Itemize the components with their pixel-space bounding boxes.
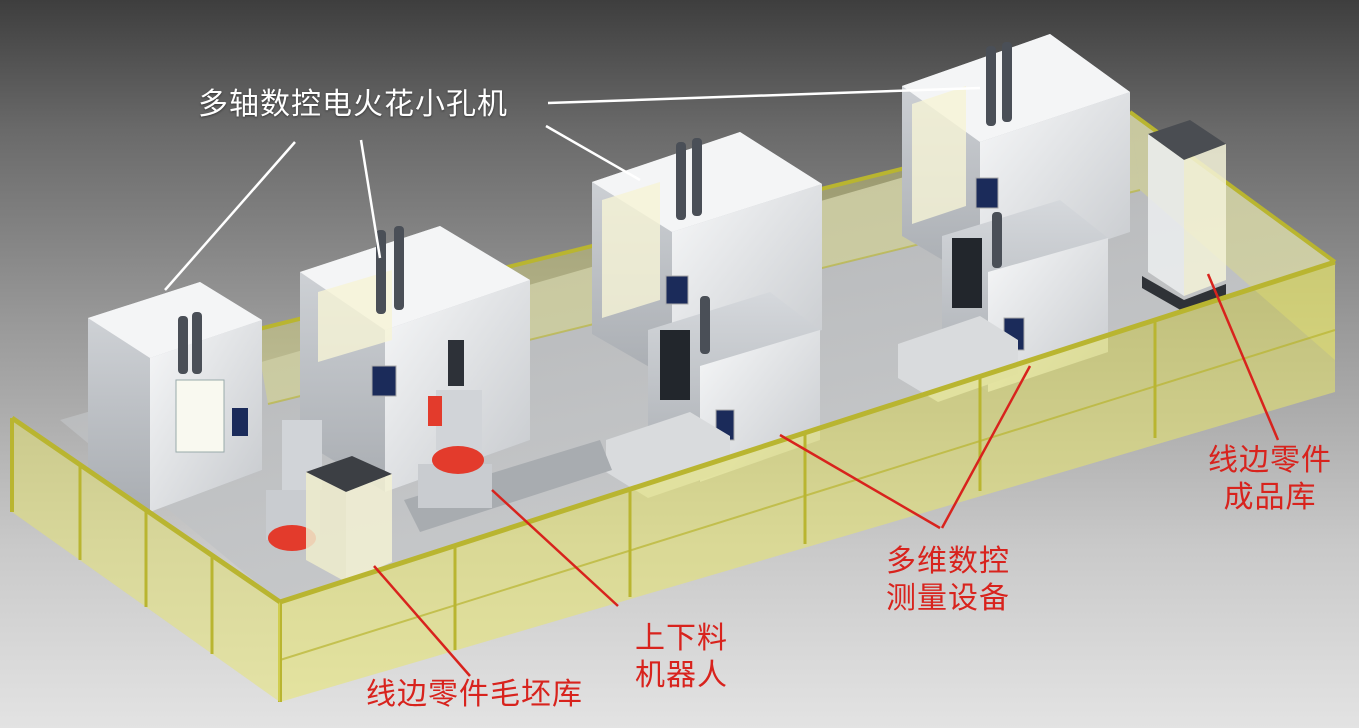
measurement-equipment-2 <box>898 200 1108 402</box>
measurement-label-line2: 测量设备 <box>886 581 1010 616</box>
measurement-label-line1: 多维数控 <box>886 544 1010 579</box>
robot-label: 上下料 机器人 <box>635 620 728 694</box>
callout-lines-edm <box>164 86 981 291</box>
fence-left <box>10 415 282 702</box>
blank-store-cabinet <box>306 456 392 582</box>
loading-robot <box>404 390 612 532</box>
fence-front <box>278 259 1336 702</box>
robot-label-line1: 上下料 <box>635 621 728 656</box>
finished-store-label-line2: 成品库 <box>1223 480 1317 515</box>
edm-machine-label: 多轴数控电火花小孔机 <box>198 87 508 122</box>
blank-store-label: 线边零件毛坯库 <box>366 677 583 712</box>
finished-store-label-line1: 线边零件 <box>1208 443 1332 478</box>
measurement-label: 多维数控 测量设备 <box>886 543 1010 617</box>
finished-store-cabinet <box>1142 120 1226 312</box>
edm-machine-1 <box>88 282 262 512</box>
robot-label-line2: 机器人 <box>635 658 728 693</box>
finished-store-label: 线边零件 成品库 <box>1208 442 1332 516</box>
edm-machine-2 <box>300 226 530 492</box>
callout-lines-red <box>373 273 1280 677</box>
